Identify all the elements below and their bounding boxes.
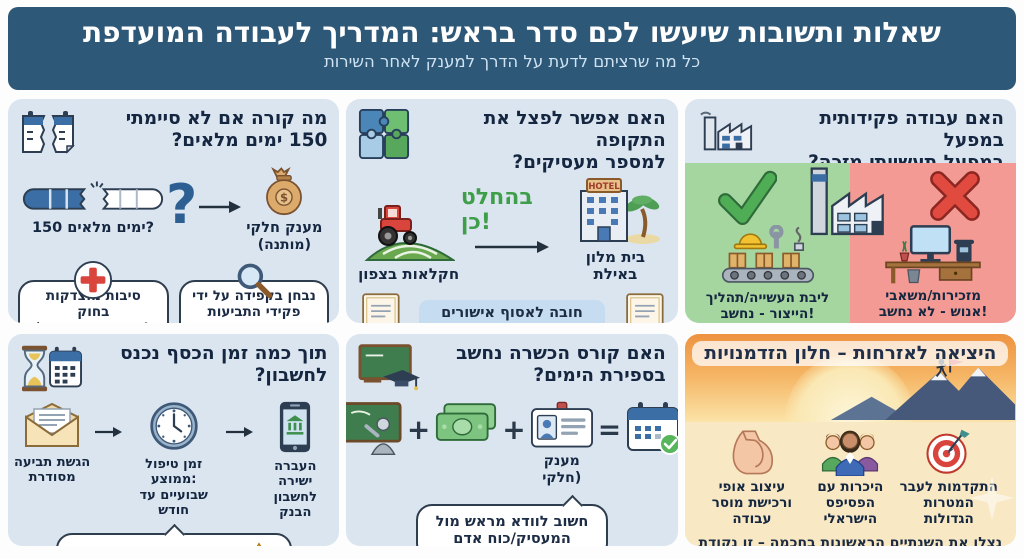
arrow-right-icon bbox=[94, 423, 123, 442]
panel-payment-time: תוך כמה זמן הכסף נכנס לחשבון? bbox=[8, 334, 340, 546]
arrow-right-icon bbox=[225, 423, 254, 442]
equals-sign: = bbox=[597, 413, 622, 446]
certificate-icon bbox=[620, 292, 668, 323]
warning-icon bbox=[238, 541, 280, 546]
panel-opportunity-window: היציאה לאזרחות – חלון הזדמנויות bbox=[684, 334, 1016, 546]
panel-training-course: האם קורס הכשרה נחשב בספירת הימים? + bbox=[346, 334, 678, 546]
tractor-field-icon bbox=[363, 205, 456, 266]
grant-label: מענק חלקי bbox=[246, 220, 323, 236]
sunrise-scene: היציאה לאזרחות – חלון הזדמנויות bbox=[684, 334, 1016, 484]
course-note-bubble: חשוב לוודא מראש מול המעסיק/כוח אדם bbox=[415, 504, 609, 546]
claims-review-bubble: נבחן בקפידה על ידי פקידי התביעות bbox=[178, 263, 330, 323]
puzzle-icon bbox=[358, 108, 410, 164]
panel-course-title: האם קורס הכשרה נחשב בספירת הימים? bbox=[456, 343, 666, 387]
hotel-label: בית מלון באילת bbox=[585, 247, 646, 284]
factory-comparison: ליבת העשייה/תהליך הייצור - נחשב! bbox=[684, 163, 1016, 323]
panel-split-employers: האם אפשר לפצל את התקופה למספר מעסיקים? bbox=[346, 99, 678, 323]
teacher-icon bbox=[346, 401, 402, 459]
law-reasons-bubble: סיבות מוצדקות בחוק /לפחות חצי תקופה bbox=[18, 260, 169, 323]
muscle-icon bbox=[726, 430, 778, 480]
money-bag-icon: $ bbox=[258, 167, 310, 220]
magnifier-icon bbox=[234, 260, 274, 304]
claim-step: הגשת תביעה מסודרת bbox=[12, 401, 92, 486]
answer-yes: בהחלט כן! bbox=[460, 184, 533, 235]
claim-label: הגשת תביעה מסודרת bbox=[13, 455, 91, 486]
character-label: עיצוב אופי ורכישת מוסר עבודה bbox=[711, 479, 793, 527]
partial-grant-group: $ מענק חלקי (מותנה) bbox=[241, 164, 327, 254]
plus-sign: + bbox=[502, 413, 526, 446]
account-warning-bubble: ודאו שפרטי החשבון מדויקים למניעת עיכובים… bbox=[55, 533, 292, 546]
clock-icon bbox=[149, 402, 199, 455]
hotel-palm-icon: HOTEL bbox=[569, 177, 661, 249]
character-item: עיצוב אופי ורכישת מוסר עבודה bbox=[703, 428, 801, 528]
plus-sign: + bbox=[406, 413, 431, 446]
conveyor-icon bbox=[709, 224, 827, 291]
farm-label: חקלאות בצפון bbox=[358, 265, 460, 284]
mosaic-item: היכרות עם הפסיפס הישראלי bbox=[801, 428, 899, 528]
progress-group: 150 ימים מלאים? bbox=[20, 180, 166, 237]
id-card-item: מענק חלקי) bbox=[530, 401, 593, 486]
processing-step: זמן טיפול ממוצע: שבועיים עד חודש bbox=[124, 401, 223, 518]
id-card-label: מענק חלקי) bbox=[542, 453, 582, 486]
hotel-step: HOTEL בית מלון באילת bbox=[563, 175, 668, 284]
non-qualifying-side: מזכירות/משאבי אנוש - לא נחשב! bbox=[850, 163, 1016, 323]
arrow-right-icon bbox=[473, 239, 551, 258]
future-note: נצלו את השנתיים הראשונות בחכמה – זו נקוד… bbox=[698, 534, 1003, 546]
course-icon-item bbox=[346, 401, 402, 459]
banknotes-icon bbox=[435, 401, 497, 449]
claims-review-text: נבחן בקפידה על ידי פקידי התביעות bbox=[192, 287, 316, 320]
dollar-sign: $ bbox=[280, 191, 288, 205]
calendar-check-icon bbox=[626, 401, 678, 459]
check-icon bbox=[715, 169, 777, 225]
office-desk-icon bbox=[874, 223, 992, 289]
main-title: שאלות ותשובות שיעשו לכם סדר בראש: המדריך… bbox=[82, 16, 941, 49]
progress-bar-icon bbox=[20, 181, 166, 220]
transfer-label: העברה ישירה לחשבון הבנק bbox=[273, 459, 317, 520]
torn-calendar-icon bbox=[20, 108, 76, 162]
panel-money-title: תוך כמה זמן הכסף נכנס לחשבון? bbox=[120, 343, 328, 387]
grant-note: (מותנה) bbox=[257, 237, 311, 254]
goals-label: התקדמות לעבר המטרות הגדולות bbox=[899, 479, 998, 527]
processing-label: זמן טיפול ממוצע: שבועיים עד חודש bbox=[139, 457, 208, 518]
id-card-icon bbox=[530, 401, 593, 453]
counted-days-item bbox=[626, 401, 678, 459]
red-cross-icon bbox=[73, 260, 113, 304]
panels-grid: האם עבודה פקידותית במפעל במפעל תעשייתי מ… bbox=[8, 99, 1016, 546]
blackboard-cap-icon bbox=[358, 343, 421, 397]
goals-item: התקדמות לעבר המטרות הגדולות bbox=[900, 428, 998, 528]
farm-step: חקלאות בצפון bbox=[356, 196, 461, 284]
hotel-sign: HOTEL bbox=[589, 182, 621, 192]
certificates-note: חובה לאסוף אישורים מכל מעסיק מוכר בנפרד bbox=[418, 299, 606, 323]
money-icon-item bbox=[435, 401, 497, 449]
panel-future-title: היציאה לאזרחות – חלון הזדמנויות bbox=[692, 341, 1009, 366]
summit-icon bbox=[830, 356, 1016, 424]
envelope-icon bbox=[23, 402, 81, 453]
panel-split-title: האם אפשר לפצל את התקופה למספר מעסיקים? bbox=[483, 108, 666, 174]
factory-center-icon bbox=[798, 163, 902, 251]
transfer-step: העברה ישירה לחשבון הבנק bbox=[255, 401, 335, 520]
panel-150-days: מה קורה אם לא סיימתי 150 ימים מלאים? 150… bbox=[8, 99, 340, 323]
panel-factory-work: האם עבודה פקידותית במפעל במפעל תעשייתי מ… bbox=[684, 99, 1016, 323]
people-icon bbox=[820, 430, 880, 480]
mosaic-label: היכרות עם הפסיפס הישראלי bbox=[817, 479, 884, 527]
bank-phone-icon bbox=[277, 401, 313, 457]
panel-days-title: מה קורה אם לא סיימתי 150 ימים מלאים? bbox=[125, 108, 328, 152]
target-dart-icon bbox=[923, 429, 975, 480]
subtitle: כל מה שרציתם לדעת על הדרך למענק לאחר השי… bbox=[323, 51, 701, 71]
non-qualifying-label: מזכירות/משאבי אנוש - לא נחשב! bbox=[878, 288, 988, 320]
hourglass-calendar-icon bbox=[20, 343, 82, 397]
question-mark: ? bbox=[166, 172, 198, 236]
infographic-header: שאלות ותשובות שיעשו לכם סדר בראש: המדריך… bbox=[8, 7, 1016, 90]
x-icon bbox=[928, 169, 982, 223]
certificate-icon bbox=[356, 292, 404, 323]
progress-label: 150 ימים מלאים? bbox=[31, 220, 155, 237]
future-benefits: התקדמות לעבר המטרות הגדולות bbox=[684, 422, 1016, 546]
arrow-right-icon bbox=[197, 199, 242, 218]
qualifying-label: ליבת העשייה/תהליך הייצור - נחשב! bbox=[705, 290, 830, 322]
factory-icon bbox=[697, 108, 755, 158]
